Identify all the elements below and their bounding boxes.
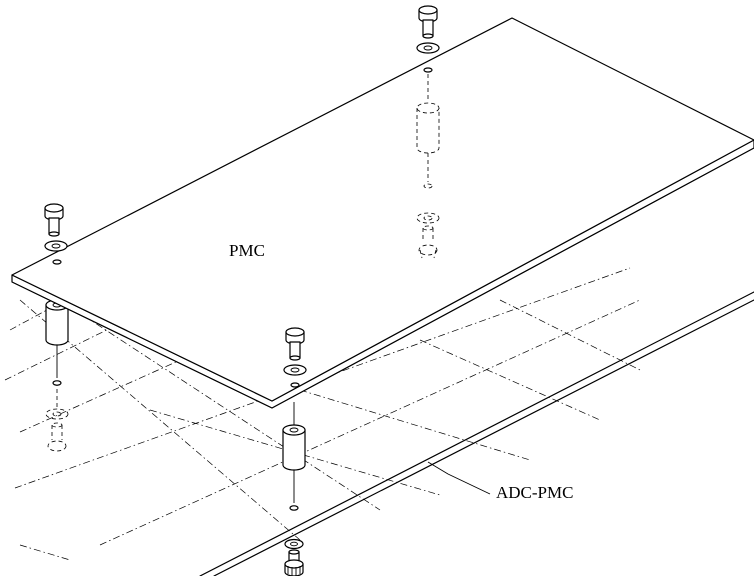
hidden-standoff-rear — [416, 74, 440, 259]
screw-left — [44, 203, 68, 265]
adc-pmc-callout — [427, 461, 491, 495]
adc-pmc-board — [199, 291, 754, 577]
standoff-front — [282, 402, 306, 511]
pmc-board — [11, 17, 754, 409]
screw-bottom — [284, 538, 304, 577]
pmc-label: PMC — [229, 241, 265, 260]
adc-pmc-label: ADC-PMC — [496, 483, 573, 502]
screw-rear — [416, 5, 440, 73]
hidden-standoff-left — [45, 382, 69, 452]
screw-front — [283, 327, 307, 388]
